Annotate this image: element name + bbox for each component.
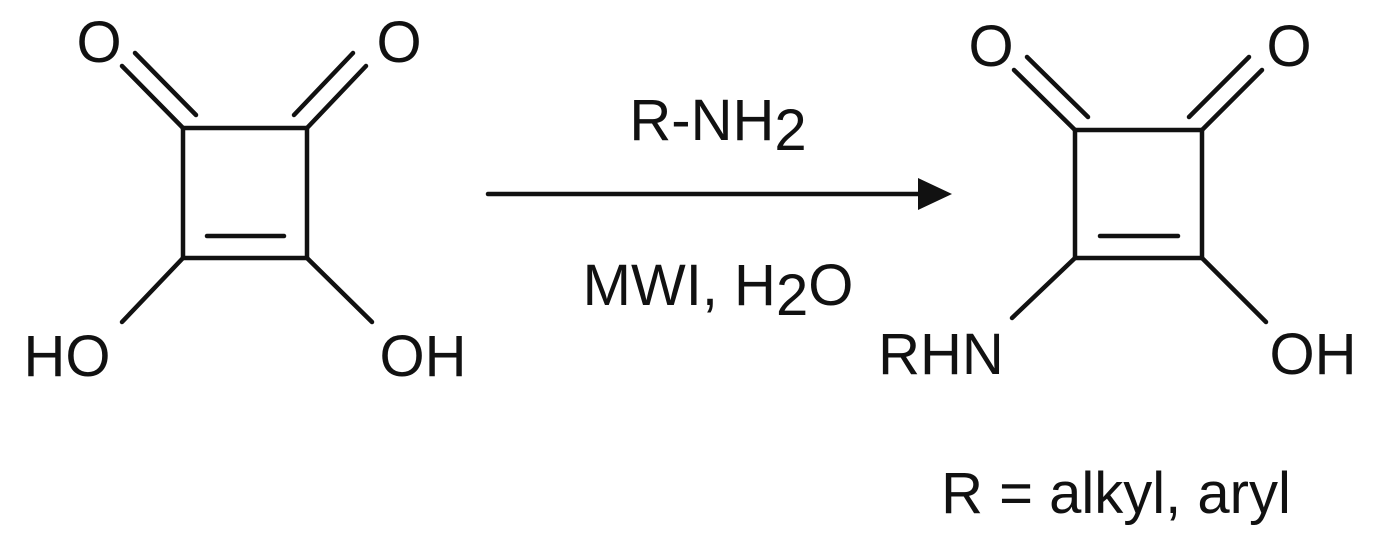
product-carbonyl-right (1186, 54, 1265, 133)
product-ring (1072, 127, 1205, 261)
arrow-head (918, 178, 952, 210)
reactant-ring (180, 125, 310, 261)
product-carbonyl-left (1011, 54, 1091, 133)
product-label-o-right: O (1266, 14, 1311, 79)
reactant-label-oh: OH (380, 324, 467, 389)
reagent-label: R-NH2 (629, 88, 806, 163)
product-squaramic-acid: O O RHN OH (878, 14, 1356, 387)
reactant-squaric-acid: O O HO OH (24, 10, 467, 389)
reactant-bond-oh-right (304, 255, 375, 325)
product-label-oh: OH (1270, 322, 1357, 387)
reaction-arrow (485, 178, 952, 210)
conditions-label: MWI, H2O (583, 253, 854, 328)
product-bond-oh (1199, 255, 1269, 325)
reactant-label-ho: HO (24, 324, 111, 389)
reactant-carbonyl-right (291, 50, 369, 131)
product-label-rhn: RHN (878, 322, 1004, 387)
product-bond-nhr (1009, 255, 1078, 321)
substituent-note: R = alkyl, aryl (941, 461, 1291, 526)
product-label-o-left: O (968, 14, 1013, 79)
reactant-label-o-left: O (76, 10, 121, 75)
reactant-carbonyl-left (119, 50, 199, 131)
reactant-bond-ho-left (119, 255, 186, 325)
reactant-label-o-right: O (376, 10, 421, 75)
